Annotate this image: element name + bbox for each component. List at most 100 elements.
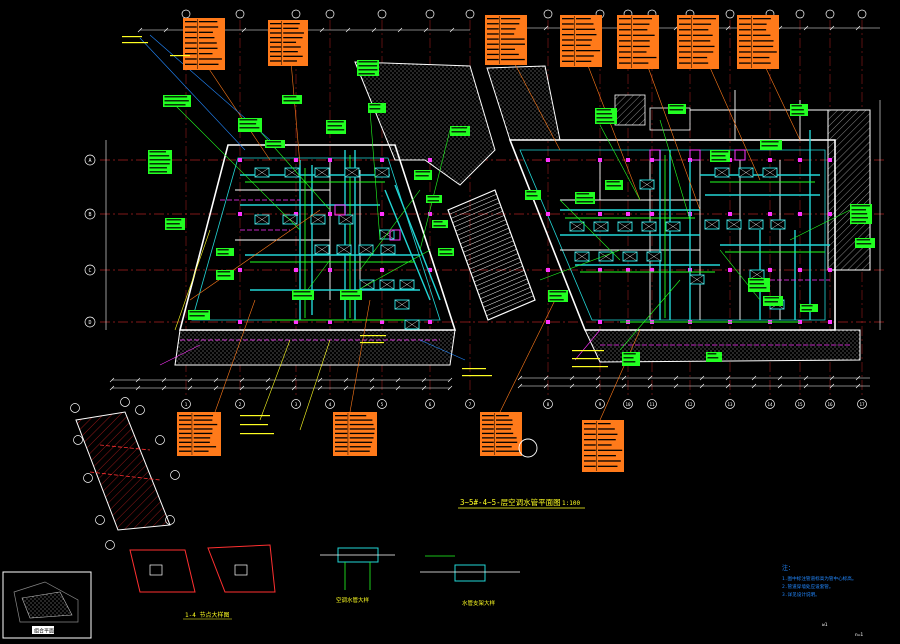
dimension-tick: [241, 27, 247, 33]
axis-col-bubble-top: [543, 9, 553, 19]
pipe-size-tag-text: [549, 299, 564, 301]
axis-col-bubble-top: [377, 9, 387, 19]
equipment-schedule-tag-text: [482, 419, 494, 421]
stair-tread: [483, 287, 531, 308]
equipment-schedule-tag-text: [270, 23, 282, 25]
equipment-schedule-tag-text: [692, 40, 711, 42]
pipe-size-tag-text: [791, 113, 805, 115]
equipment-schedule-tag-text: [632, 18, 652, 20]
equipment-schedule-tag-text: [692, 56, 708, 59]
axis-col-mark: 15: [797, 402, 803, 407]
keyplan-axis-bubble: [83, 473, 93, 483]
equipment-schedule-tag-text: [692, 51, 714, 53]
equipment-schedule-tag-text: [575, 23, 594, 25]
annotation-text-line: [240, 415, 270, 417]
fan-coil-cross: [310, 214, 326, 225]
axis-col-mark: 13: [727, 402, 733, 407]
annotation-text-line: [170, 55, 190, 57]
pipe-size-tag: [188, 310, 210, 320]
pipe-size-tag-text: [166, 219, 182, 221]
structural-column: [768, 268, 772, 272]
equipment-schedule-tag-text: [619, 18, 631, 20]
equipment-schedule-tag-text: [584, 428, 596, 430]
chilled-water-pipe: [394, 184, 441, 301]
axis-col-bubble: [377, 399, 387, 409]
detail-a-caption: 空调水管大样: [336, 596, 370, 604]
detail-b-caption: 水管支架大样: [462, 599, 496, 607]
stair-tread: [469, 249, 517, 270]
axis-col-bubble-top: [325, 9, 335, 19]
pipe-size-tag-text: [164, 96, 188, 98]
pipe-size-tag-text: [761, 141, 779, 143]
pipe-size-tag-text: [439, 249, 452, 251]
equipment-schedule-tag-text: [482, 423, 494, 426]
equipment-schedule-tag-text: [500, 18, 521, 20]
equipment-schedule-tag-text: [198, 58, 222, 60]
axis-col-mark: 1: [185, 402, 188, 407]
equipment-schedule-tag-text: [193, 450, 209, 452]
dimension-tick: [343, 377, 349, 383]
equipment-schedule-tag-text: [562, 34, 574, 36]
axis-row-bubble: [84, 154, 96, 166]
fan-coil-cross: [762, 167, 778, 178]
structural-column: [798, 268, 802, 272]
pipe-size-tag-text: [415, 171, 431, 173]
stair-treads: [447, 189, 534, 316]
stair-tread: [474, 261, 522, 283]
pipe-size-tag-text: [427, 200, 440, 202]
pipe-size-tag-text: [217, 253, 229, 255]
pipe-size-tag: [450, 126, 470, 136]
stair-tread: [457, 215, 505, 236]
structural-column: [598, 320, 602, 324]
dimension-tick: [291, 377, 297, 383]
pipe-size-tag-text: [189, 311, 209, 313]
dimension-tick: [317, 385, 323, 391]
dimension-tick: [317, 377, 323, 383]
stair-tread: [447, 189, 496, 211]
equipment-schedule-tag: [183, 18, 225, 70]
equipment-schedule-tag-text: [739, 29, 751, 31]
structural-column: [728, 268, 732, 272]
equipment-schedule-tag-text: [193, 432, 213, 435]
structural-column: [598, 268, 602, 272]
equipment-schedule-tag-text: [500, 48, 515, 50]
pipe-size-tag-text: [791, 109, 804, 111]
dimension-tick: [213, 385, 219, 391]
dimension-tick: [699, 383, 705, 389]
dimension-tick: [187, 385, 193, 391]
equipment-schedule-tag-text: [739, 40, 751, 42]
equipment-schedule-tag-text: [179, 428, 192, 430]
axis-col-mark: 8: [547, 402, 550, 407]
equipment-schedule-tag-text: [283, 55, 303, 57]
leader-line: [619, 279, 681, 351]
equipment-schedule-tag-text: [500, 58, 525, 61]
equipment-schedule-tag-text: [495, 446, 512, 448]
structural-column: [828, 212, 832, 216]
equipment-schedule-tag-text: [562, 55, 574, 57]
note-line-3: 3.详见设计说明。: [782, 591, 820, 598]
pipe-size-tag: [800, 304, 818, 312]
equipment-schedule-tag-text: [193, 446, 217, 448]
pipe-size-tag-text: [451, 127, 468, 129]
slab-edge-hatch-left: [174, 329, 456, 366]
pipe-size-tag: [432, 220, 448, 228]
axis-col-mark: 7: [469, 402, 472, 407]
equipment-schedule-tag-text: [632, 40, 650, 42]
pipe-size-tag-text: [623, 361, 636, 363]
equipment-schedule-tag-text: [335, 441, 348, 443]
equipment-schedule-tag-text: [679, 23, 691, 25]
equipment-schedule-tag-text: [185, 63, 197, 65]
drawing-title: 3~5#-4~5-层空调水管平面图: [460, 497, 561, 507]
dimension-tick: [569, 375, 575, 381]
general-notes: 注： 1.图中标注管道标高为管中心标高。 2.管道穿墙处应设套管。 3.详见设计…: [782, 564, 863, 638]
structural-column: [294, 320, 298, 324]
equipment-schedule-tag-text: [335, 423, 348, 426]
building-left-wing: [174, 61, 496, 366]
fan-coil-cross: [394, 299, 410, 310]
equipment-schedule-tag-text: [632, 45, 650, 48]
annotation-text-line: [240, 424, 268, 426]
axis-col-bubble: [543, 399, 553, 409]
structural-column: [546, 268, 550, 272]
axis-col-bubble: [595, 399, 605, 409]
